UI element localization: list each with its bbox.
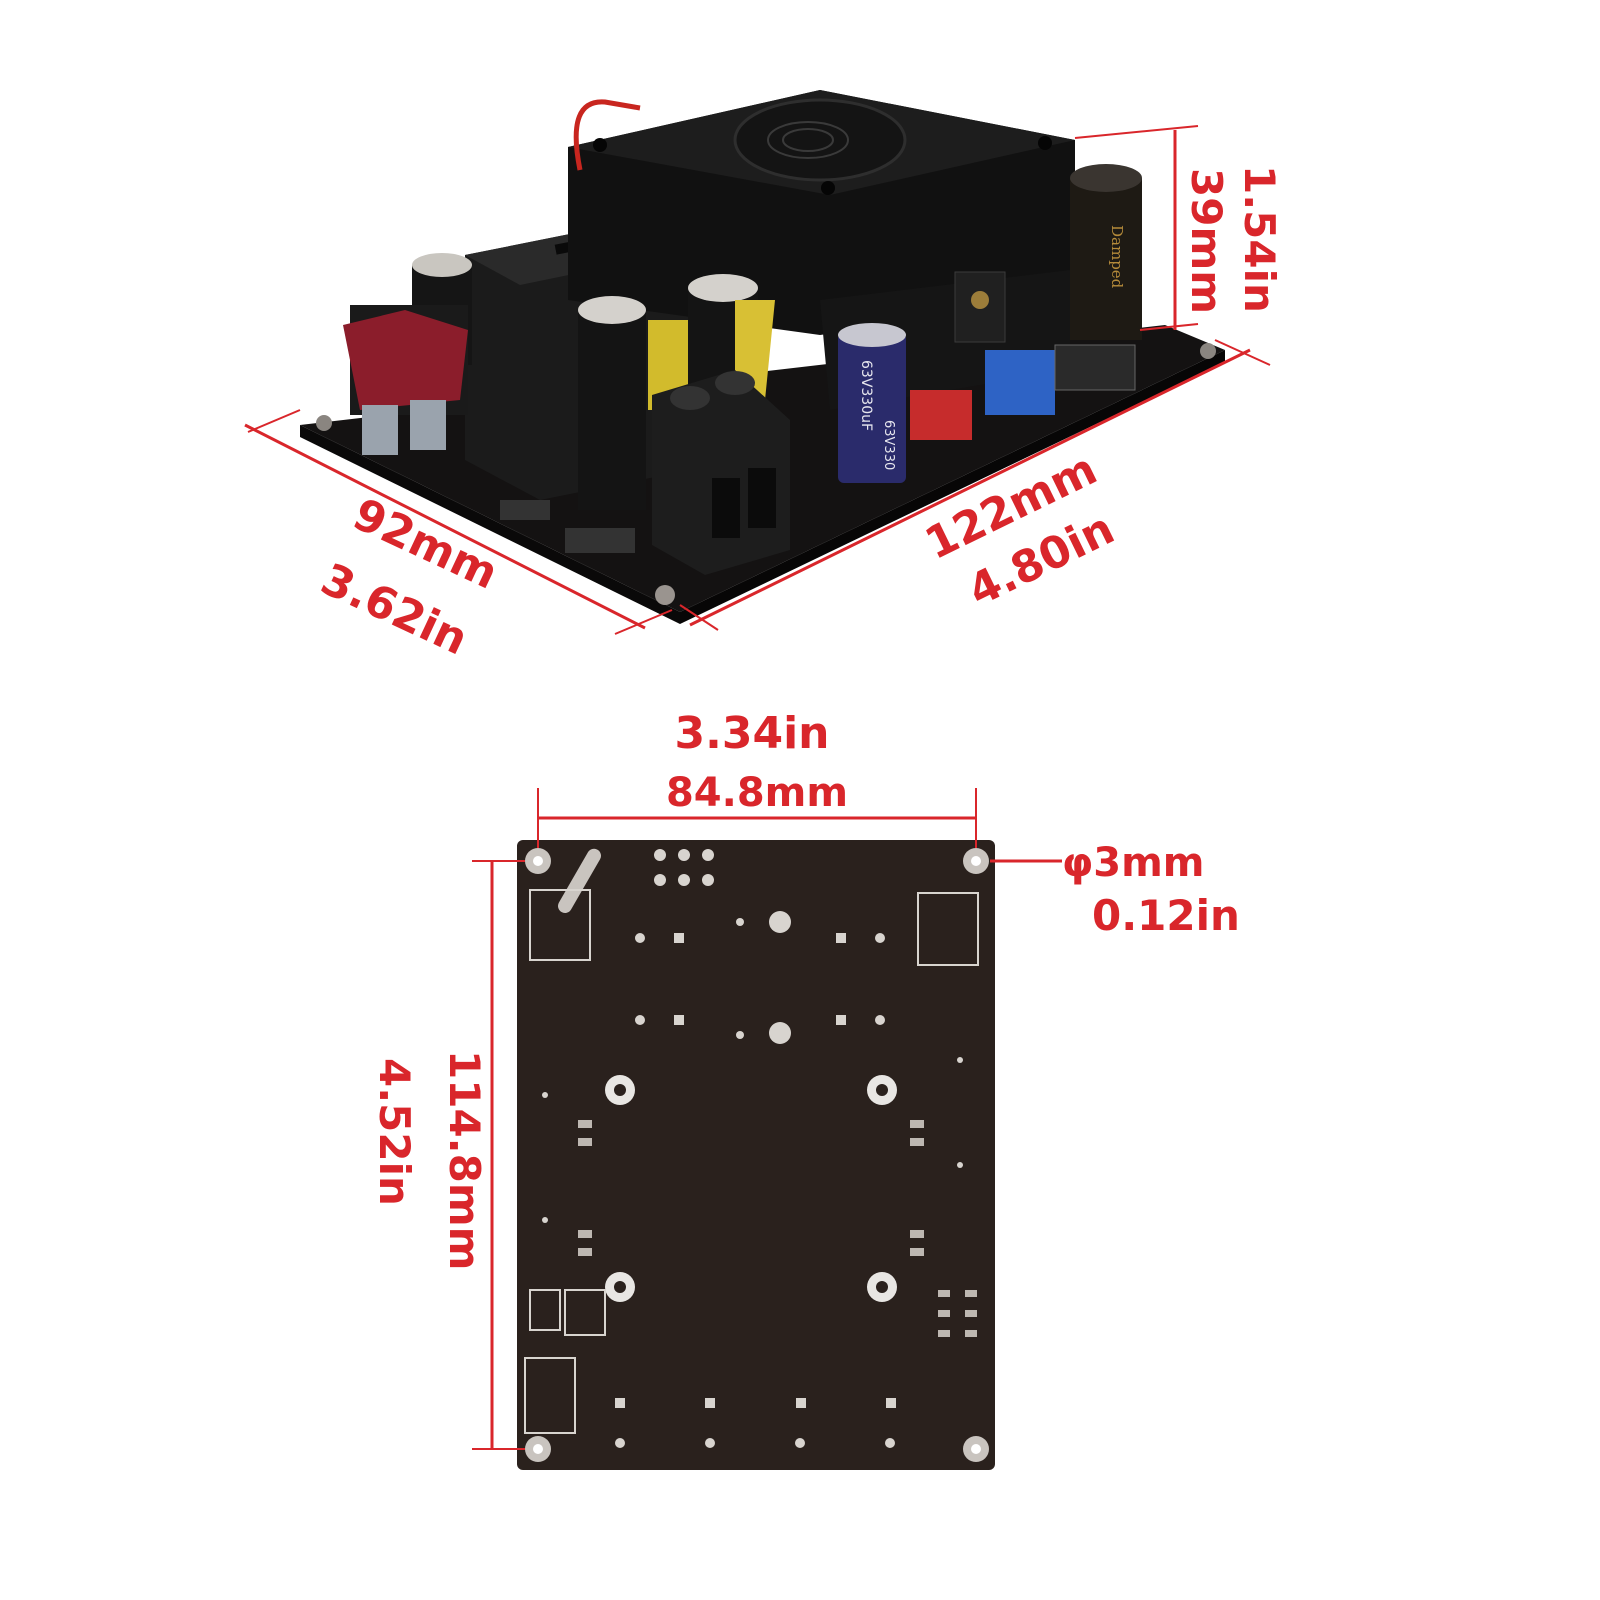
amplifier-board-photo: Damped 63V330uF 63V330 <box>300 90 1225 624</box>
solder-pad <box>702 874 714 886</box>
solder-pad <box>769 1022 791 1044</box>
smd-component-column <box>578 1120 977 1337</box>
height-extension-line <box>1074 125 1199 139</box>
capacitor-marking-text: 63V330uF <box>858 360 874 431</box>
screw-hole <box>614 1084 626 1096</box>
fan-screw-hole <box>1038 136 1052 150</box>
length-extension-line <box>679 604 719 631</box>
solder-pad <box>702 849 714 861</box>
pcb-bottom-view <box>517 840 995 1470</box>
height-extension-line <box>1139 323 1199 331</box>
pcb-bottom-board <box>517 840 995 1470</box>
corner-hole-center <box>971 1444 981 1454</box>
fan-screw-hole <box>593 138 607 152</box>
silkscreen-outlines <box>524 889 979 1434</box>
capacitor-marking-text-2: 63V330 <box>881 420 896 470</box>
height-in-label-bottom: 4.52in <box>370 1058 419 1206</box>
width-mm-label: 84.8mm <box>666 770 848 816</box>
height-mm-label-bottom: 114.8mm <box>440 1050 489 1270</box>
screw-hole <box>876 1084 888 1096</box>
depth-dimension-line <box>244 423 646 630</box>
fan-wire <box>573 99 641 171</box>
mosfet-screw <box>971 291 989 309</box>
depth-extension-line <box>614 609 673 635</box>
screw-hole <box>876 1281 888 1293</box>
film-capacitor-red <box>910 390 972 440</box>
solder-pad-grid <box>542 918 963 1448</box>
depth-extension-line <box>247 409 301 433</box>
bottom-dimensions: 3.34in 84.8mm 114.8mm 4.52in φ3mm 0.12in <box>370 708 1240 1450</box>
corner-hole-center <box>533 856 543 866</box>
solder-pad <box>769 911 791 933</box>
height-in-label: 1.54in <box>1235 165 1284 313</box>
pcb-edge <box>300 425 680 624</box>
mounting-hole <box>316 415 332 431</box>
fan-hub <box>733 98 907 182</box>
mounting-hole <box>655 585 675 605</box>
pcb-edge-right <box>680 350 1225 624</box>
smd-parts <box>500 500 550 520</box>
fan-hub-ring <box>767 121 849 159</box>
corner-hole-center <box>533 1444 543 1454</box>
mounting-hole <box>1200 343 1216 359</box>
fuse-holder <box>343 305 468 455</box>
ic-chip <box>1054 344 1136 391</box>
smd-parts <box>565 528 635 553</box>
length-extension-line <box>1214 339 1271 366</box>
corner-hole-center <box>971 856 981 866</box>
solder-pad <box>654 849 666 861</box>
capacitor-blue: 63V330uF 63V330 <box>838 323 906 483</box>
solder-pad <box>678 849 690 861</box>
solder-pad <box>654 874 666 886</box>
screw-terminal <box>652 370 790 575</box>
width-in-label: 3.34in <box>675 708 830 759</box>
cooling-fan <box>568 90 1075 335</box>
capacitor-center-left <box>578 296 646 510</box>
hole-mm-label: φ3mm <box>1062 840 1204 886</box>
length-dimension-line <box>689 348 1251 627</box>
height-mm-label: 39mm <box>1182 168 1231 314</box>
hole-in-label: 0.12in <box>1092 891 1240 940</box>
solder-strip <box>558 848 601 913</box>
fan-screw-hole <box>821 181 835 195</box>
film-capacitor-blue <box>985 350 1055 415</box>
screw-hole <box>614 1281 626 1293</box>
capacitor-right: Damped <box>1070 164 1142 340</box>
fan-hub-ring <box>782 128 834 152</box>
capacitor-brand-text: Damped <box>1108 225 1126 289</box>
solder-pad <box>678 874 690 886</box>
